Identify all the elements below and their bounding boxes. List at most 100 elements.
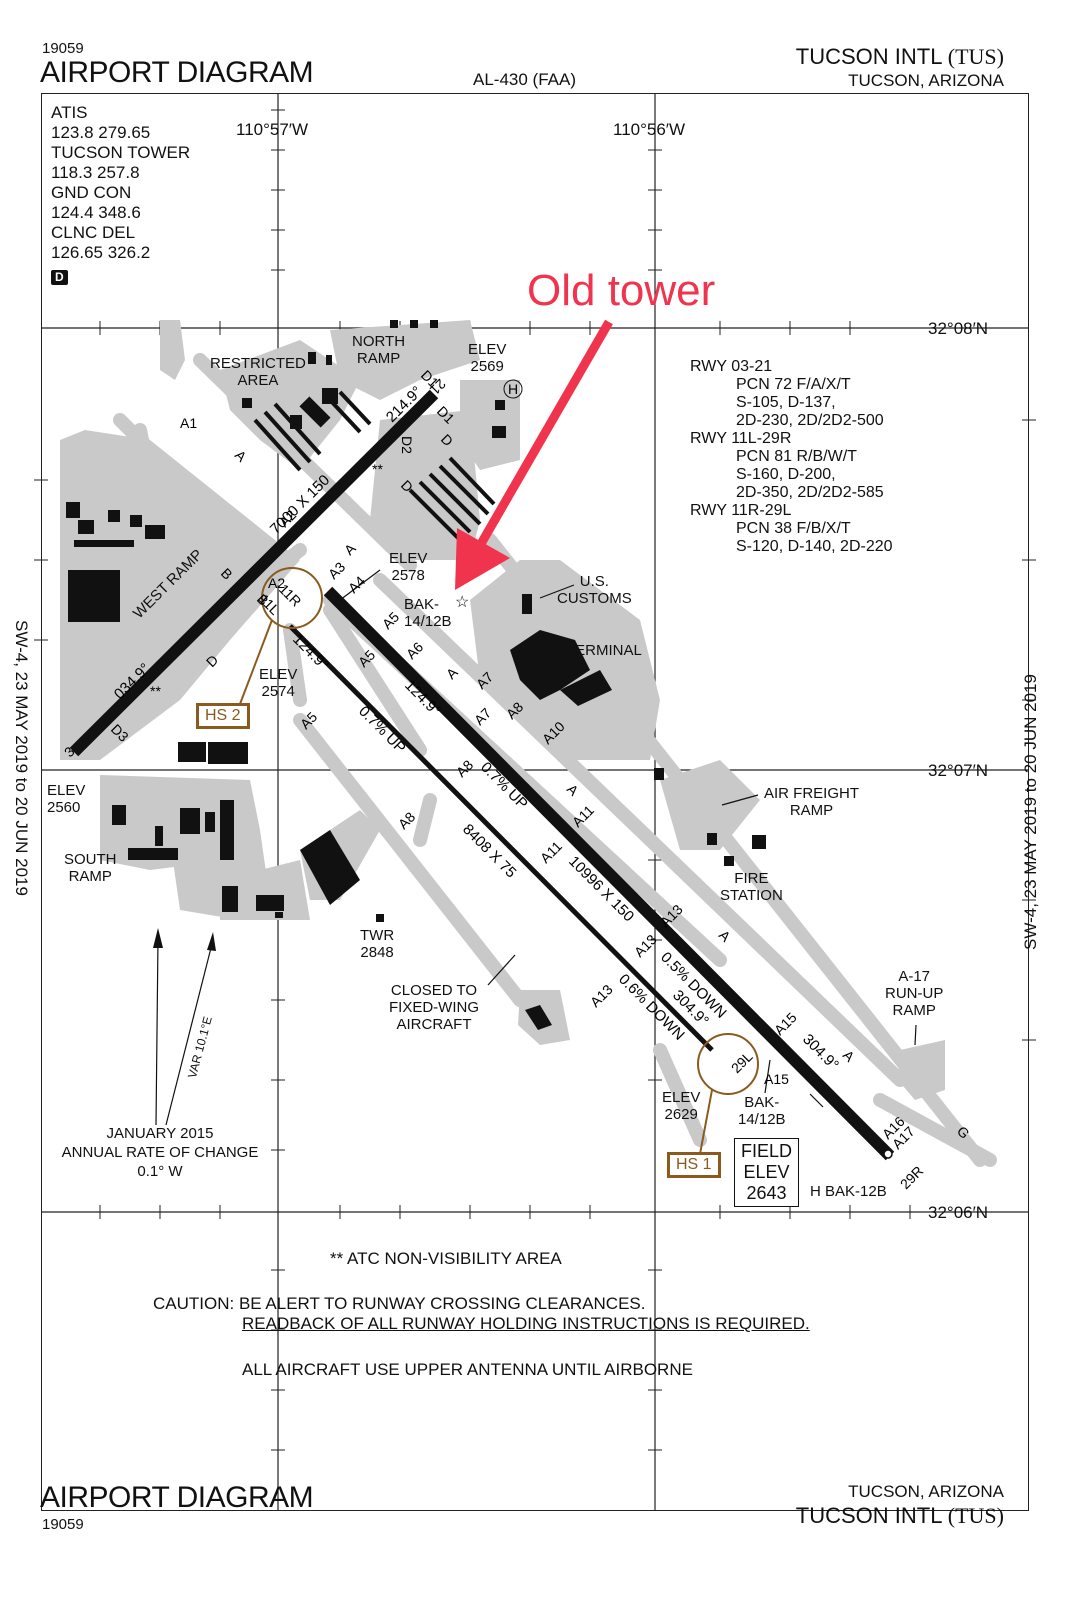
rwy-info-line: PCN 38 F/B/X/T	[736, 520, 851, 537]
helipad-circle	[503, 379, 523, 399]
lat-mid: 32°07′N	[928, 761, 989, 780]
chart-number-bottom: 19059	[42, 1516, 84, 1533]
comms-line: 126.65 326.2	[51, 243, 151, 262]
twy-a-nw: A	[232, 447, 250, 465]
stars-west: **	[150, 683, 161, 699]
comms-line: 123.8 279.65	[51, 123, 151, 142]
comms-line: GND CON	[51, 183, 132, 202]
airport-name-bottom: TUCSON INTL (TUS)	[795, 1503, 1004, 1528]
rwy-info-line: S-105, D-137,	[736, 394, 836, 411]
comms-line: ATIS	[51, 103, 88, 122]
helipad-h: H	[508, 381, 518, 397]
caution-note-2: READBACK OF ALL RUNWAY HOLDING INSTRUCTI…	[242, 1314, 810, 1333]
twy-a3: A3	[325, 559, 349, 583]
terminal-label: TERMINAL	[566, 642, 642, 659]
rwy-29l-marker: 29L	[728, 1048, 756, 1076]
graticule-ticks	[34, 109, 1036, 1451]
graticule	[41, 93, 1029, 1511]
antenna-note: ALL AIRCRAFT USE UPPER ANTENNA UNTIL AIR…	[242, 1360, 693, 1379]
twy-a-southeast: A	[716, 927, 734, 945]
d-badge: D	[51, 270, 68, 285]
validity-left: SW-4, 23 MAY 2019 to 20 JUN 2019	[12, 620, 31, 896]
twy-a2: A2	[268, 575, 285, 591]
field-elev-point	[883, 1149, 893, 1159]
bak-14-12b-bottom-label: BAK-14/12B	[738, 1094, 786, 1128]
stars-north: **	[372, 461, 383, 477]
atc-non-visibility-note: ** ATC NON-VISIBILITY AREA	[330, 1249, 562, 1268]
field-elev-box: FIELD ELEV 2643	[734, 1138, 800, 1207]
comms-line: 124.4 348.6	[51, 203, 141, 222]
leader-lines	[155, 569, 917, 1126]
comms-line: TUCSON TOWER	[51, 143, 191, 162]
taxiway-lines	[73, 353, 997, 1167]
runway-info: RWY 03-21 PCN 72 F/A/X/T S-105, D-137, 2…	[690, 358, 893, 556]
us-customs-label: U.S.CUSTOMS	[557, 573, 632, 607]
twy-d2: D2	[399, 436, 415, 454]
runway-11l-29r	[323, 586, 895, 1161]
twy-a1: A1	[180, 415, 197, 431]
page-title-top: AIRPORT DIAGRAM	[40, 56, 314, 89]
hotspot-hs2: HS 2	[196, 703, 250, 729]
city-state-top: TUCSON, ARIZONA	[848, 71, 1004, 90]
chart-number-top: 19059	[42, 40, 84, 57]
buildings	[66, 320, 766, 1030]
hangar-rows	[253, 390, 496, 542]
rwy-info-line: S-120, D-140, 2D-220	[736, 538, 893, 555]
hotspot-circles	[239, 567, 759, 1155]
rwy-info-line: S-160, D-200,	[736, 466, 836, 483]
rwy-info-line: PCN 81 R/B/W/T	[736, 448, 857, 465]
twy-a6: A6	[403, 639, 427, 663]
twy-a11-low: A11	[537, 838, 565, 866]
rwy-info-line: RWY 03-21	[690, 358, 773, 375]
twy-a4: A4	[345, 573, 369, 597]
rwy-11r-dims: 8408 X 75	[459, 821, 519, 882]
old-tower-label: Old tower	[527, 266, 716, 315]
comms-line: 118.3 257.8	[51, 163, 140, 182]
twy-a15-low: A15	[764, 1071, 789, 1087]
rwy-info-line: PCN 72 F/A/X/T	[736, 376, 851, 393]
bak-14-12b-top-label: BAK-14/12B	[404, 596, 452, 630]
comms-block: ATIS 123.8 279.65 TUCSON TOWER 118.3 257…	[51, 103, 190, 286]
lat-bottom: 32°06′N	[928, 1203, 989, 1222]
twy-a-far-east: A	[840, 1047, 858, 1065]
twy-a8-low: A8	[395, 809, 419, 833]
lon-right: 110°56′W	[613, 120, 686, 139]
rwy-info-line: RWY 11L-29R	[690, 430, 792, 447]
h-bak-12b-label: H BAK-12B	[810, 1183, 887, 1200]
runway-11r-29l	[288, 624, 714, 1052]
old-tower-arrow	[455, 319, 613, 590]
rwy-29r-marker: 29R	[897, 1163, 927, 1192]
comms-line: CLNC DEL	[51, 223, 136, 242]
true-north-arrowhead	[153, 928, 163, 948]
twy-a8-mid: A8	[453, 757, 477, 781]
hotspot-hs1: HS 1	[667, 1152, 721, 1178]
grade-06-down: 0.6% DOWN	[615, 971, 688, 1044]
runway-03-21	[69, 389, 439, 757]
caution-note-1: CAUTION: BE ALERT TO RUNWAY CROSSING CLE…	[153, 1294, 646, 1313]
lon-left: 110°57′W	[236, 120, 309, 139]
validity-right: SW-4, 23 MAY 2019 to 20 JUN 2019	[1021, 674, 1040, 950]
chart-frame	[41, 93, 1029, 1511]
twy-a-center: A	[341, 540, 359, 558]
twy-a-east: A	[564, 781, 582, 799]
old-tower-star: ☆	[455, 594, 469, 611]
page-title-bottom: AIRPORT DIAGRAM	[40, 1481, 314, 1514]
rwy-info-line: RWY 11R-29L	[690, 502, 792, 519]
city-state-bottom: TUCSON, ARIZONA	[848, 1482, 1004, 1501]
airport-name-top: TUCSON INTL (TUS)	[795, 44, 1004, 69]
rwy-info-line: 2D-230, 2D/2D2-500	[736, 412, 884, 429]
document-id: AL-430 (FAA)	[473, 70, 576, 89]
